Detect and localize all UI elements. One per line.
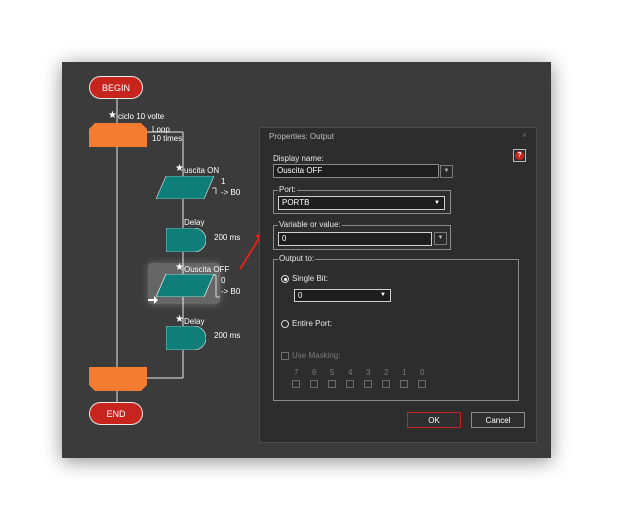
variable-value: 0 xyxy=(282,234,287,243)
output2-name: Ouscita OFF xyxy=(184,265,230,274)
bit-label-0: 0 xyxy=(420,368,425,377)
star-icon: ★ xyxy=(108,110,117,121)
dialog-title: Properties: Output xyxy=(269,132,334,141)
delay1-name: Delay xyxy=(184,218,205,227)
begin-terminal[interactable]: BEGIN xyxy=(89,76,143,99)
variable-label: Variable or value: xyxy=(278,220,342,229)
chevron-down-icon: ▼ xyxy=(434,200,440,206)
help-icon: ? xyxy=(515,151,524,160)
single-bit-label: Single Bit: xyxy=(292,274,329,283)
use-masking-label: Use Masking: xyxy=(292,351,341,360)
output1-value: 1 xyxy=(221,177,226,186)
delay2-block[interactable] xyxy=(166,326,206,350)
cancel-label: Cancel xyxy=(485,415,511,425)
variable-dropdown[interactable]: ▼ xyxy=(434,232,447,245)
single-bit-value: 0 xyxy=(298,291,303,300)
bit-checkbox-4[interactable] xyxy=(346,380,354,388)
flowcode-screenshot: BEGIN ★ ciclo 10 volte Loop 10 times ★ u… xyxy=(62,62,551,458)
begin-label: BEGIN xyxy=(101,82,130,93)
output-to-label: Output to: xyxy=(278,254,316,263)
output-to-group: Output to: Single Bit: 0 ▼ Entire Port: … xyxy=(273,254,519,401)
delay1-value: 200 ms xyxy=(214,233,241,242)
bit-label-7: 7 xyxy=(294,368,299,377)
ok-button[interactable]: OK xyxy=(407,412,461,428)
entire-port-radio[interactable] xyxy=(281,320,289,328)
delay1-block[interactable] xyxy=(166,228,206,252)
port-value: PORTB xyxy=(282,198,310,207)
display-name-input[interactable]: Ouscita OFF xyxy=(273,164,439,178)
single-bit-radio[interactable] xyxy=(281,275,289,283)
chevron-down-icon: ▼ xyxy=(380,292,386,298)
arrow-right-icon xyxy=(148,296,158,304)
bit-label-1: 1 xyxy=(402,368,407,377)
flowchart-canvas: BEGIN ★ ciclo 10 volte Loop 10 times ★ u… xyxy=(62,62,262,458)
bit-checkbox-5[interactable] xyxy=(328,380,336,388)
star-icon: ★ xyxy=(175,163,184,174)
delay2-name: Delay xyxy=(184,317,205,326)
end-terminal[interactable]: END xyxy=(89,402,143,425)
output1-block[interactable] xyxy=(156,176,214,199)
use-masking-checkbox[interactable] xyxy=(281,352,289,360)
bit-checkbox-2[interactable] xyxy=(382,380,390,388)
single-bit-select[interactable]: 0 ▼ xyxy=(294,289,391,302)
loop-count: 10 times xyxy=(152,134,183,143)
display-name-dropdown[interactable]: ▼ xyxy=(440,165,453,178)
properties-dialog: Properties: Output × ? Display name: Ous… xyxy=(259,127,537,443)
port-select[interactable]: PORTB ▼ xyxy=(278,196,445,210)
bit-label-3: 3 xyxy=(366,368,371,377)
bit-checkbox-3[interactable] xyxy=(364,380,372,388)
bit-label-4: 4 xyxy=(348,368,353,377)
bit-label-6: 6 xyxy=(312,368,317,377)
bit-checkbox-1[interactable] xyxy=(400,380,408,388)
bit-label-5: 5 xyxy=(330,368,335,377)
loop-label: Loop xyxy=(152,125,170,134)
output2-target: -> B0 xyxy=(221,287,241,296)
ok-label: OK xyxy=(428,415,440,425)
port-group: Port: PORTB ▼ xyxy=(273,185,451,214)
output1-name: uscita ON xyxy=(184,166,220,175)
help-button[interactable]: ? xyxy=(513,149,526,162)
end-label: END xyxy=(106,408,126,419)
output2-block[interactable] xyxy=(156,274,214,297)
flowchart-connectors xyxy=(116,99,262,412)
bit-checkbox-7[interactable] xyxy=(292,380,300,388)
cancel-button[interactable]: Cancel xyxy=(471,412,525,428)
variable-input[interactable]: 0 xyxy=(278,232,432,246)
bit-checkbox-6[interactable] xyxy=(310,380,318,388)
loop-end-block[interactable] xyxy=(89,367,147,391)
delay2-value: 200 ms xyxy=(214,331,241,340)
bit-checkbox-0[interactable] xyxy=(418,380,426,388)
display-name-label: Display name: xyxy=(273,154,324,163)
star-icon: ★ xyxy=(175,314,184,325)
close-icon[interactable]: × xyxy=(521,130,527,140)
output2-value: 0 xyxy=(221,276,226,285)
loop-block[interactable] xyxy=(89,123,147,147)
entire-port-label: Entire Port: xyxy=(292,319,333,328)
bit-label-2: 2 xyxy=(384,368,389,377)
port-label: Port: xyxy=(278,185,297,194)
variable-group: Variable or value: 0 ▼ xyxy=(273,220,451,250)
star-icon: ★ xyxy=(175,262,184,273)
display-name-value: Ouscita OFF xyxy=(277,166,323,175)
loop-name: ciclo 10 volte xyxy=(118,112,165,121)
output1-target: -> B0 xyxy=(221,188,241,197)
